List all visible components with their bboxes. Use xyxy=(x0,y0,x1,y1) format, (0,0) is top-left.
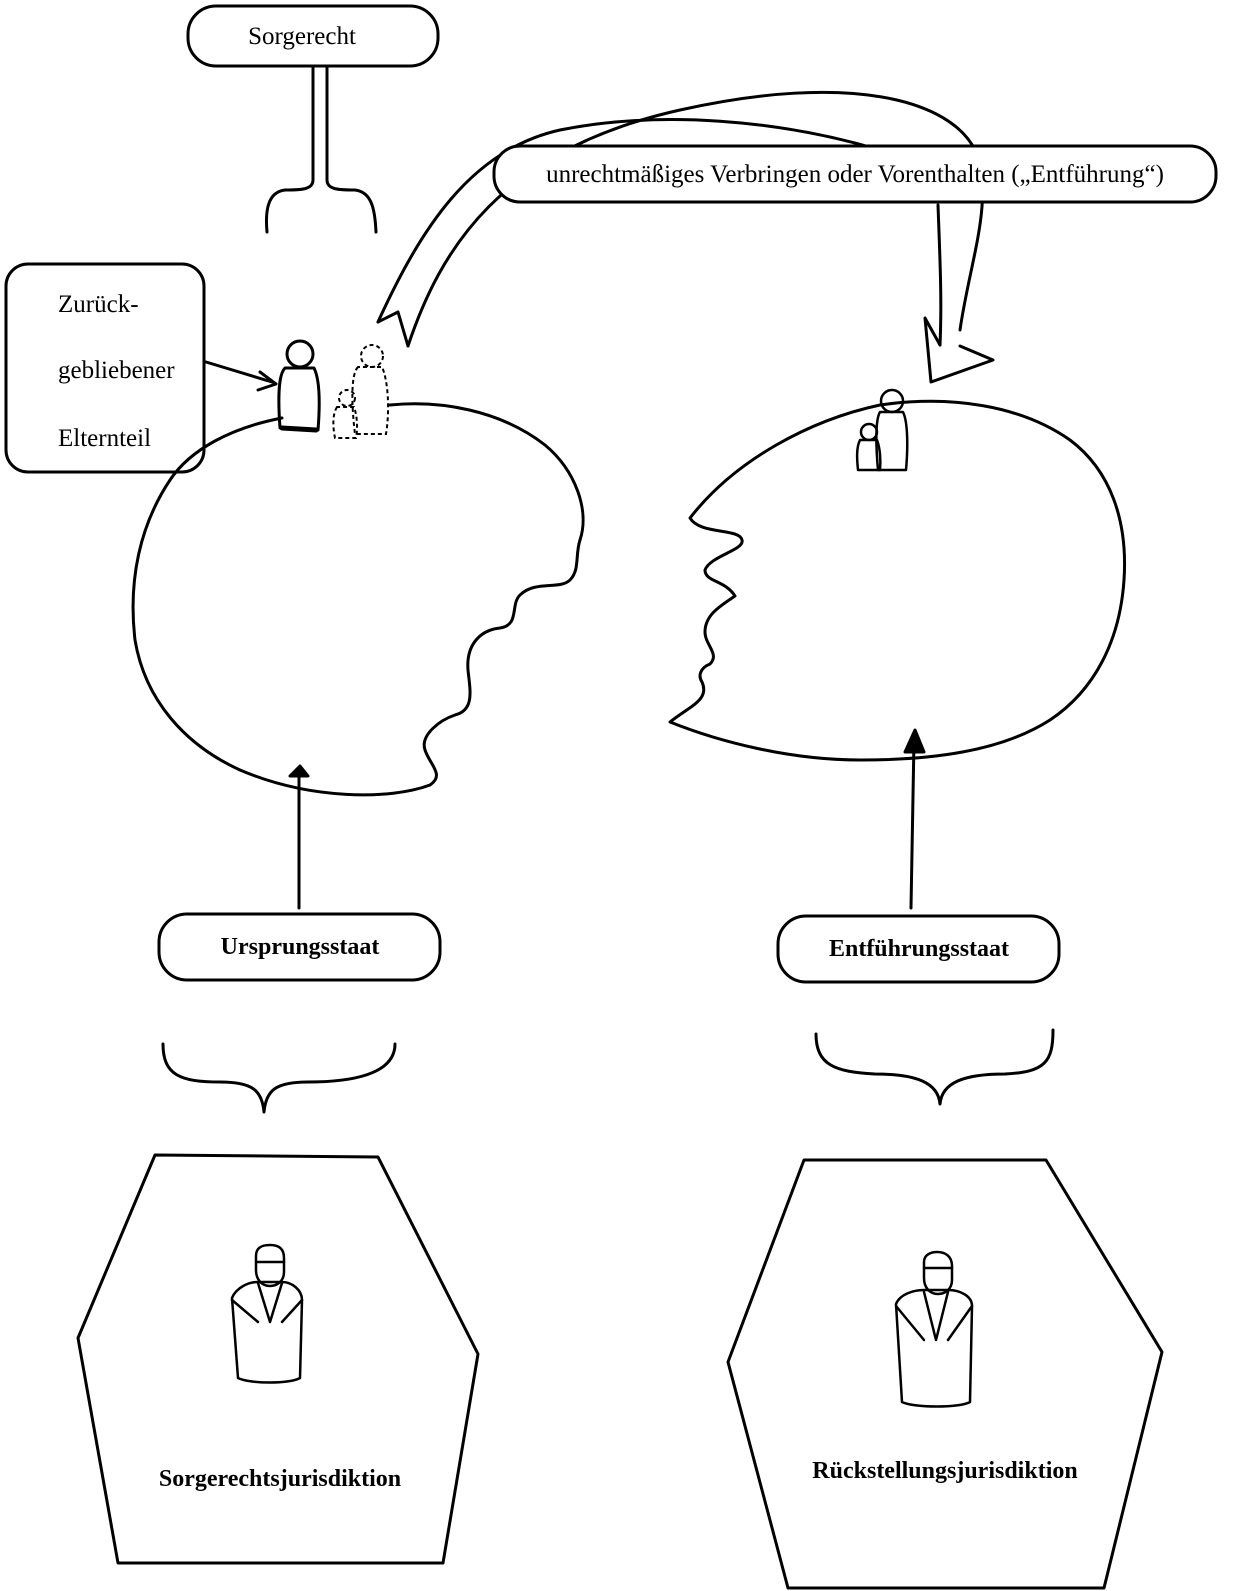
left-behind-line1: Zurück- xyxy=(58,291,139,318)
left-behind-box xyxy=(4,262,206,474)
abduction-brace xyxy=(814,1028,1055,1106)
abductor-figures xyxy=(855,388,909,472)
abduction-arrow xyxy=(376,90,995,384)
origin-up-arrow xyxy=(288,764,310,910)
origin-brace xyxy=(161,1042,397,1114)
abduction-up-arrow xyxy=(903,728,926,910)
abduction-state-box xyxy=(776,914,1061,984)
left-behind-parent-node: Zurück- gebliebener Elternteil xyxy=(4,262,278,474)
left-behind-parent-figure xyxy=(277,339,321,433)
custody-jurisdiction-label: Sorgerechtsjurisdiktion xyxy=(159,1466,401,1492)
arrow-head xyxy=(923,316,995,384)
left-behind-line2: gebliebener xyxy=(58,357,175,384)
return-jurisdiction-label: Rückstellungsjurisdiktion xyxy=(812,1458,1077,1484)
arrow-outer-curve xyxy=(406,90,985,348)
fork-right-prong xyxy=(325,64,378,234)
origin-country-shape xyxy=(131,402,585,797)
custody-court-hexagon xyxy=(76,1153,480,1565)
abduction-node: unrechtmäßiges Verbringen oder Vorenthal… xyxy=(492,144,1218,204)
arrow-inner-curve xyxy=(376,118,882,324)
origin-state-box xyxy=(157,912,442,982)
arrow-inner-curve-right xyxy=(936,203,943,347)
arrow-tail xyxy=(376,310,410,348)
judge-figure-right xyxy=(894,1250,974,1408)
origin-state-label: Ursprungsstaat xyxy=(221,934,380,960)
custody-label: Sorgerecht xyxy=(248,23,356,50)
abduction-box xyxy=(492,144,1218,204)
left-behind-line3: Elternteil xyxy=(58,425,151,452)
custody-jurisdiction-node: Sorgerechtsjurisdiktion xyxy=(76,1153,480,1565)
judge-figure-left xyxy=(230,1243,304,1384)
absent-children-figures xyxy=(332,344,390,439)
return-court-hexagon xyxy=(726,1158,1164,1590)
pointer-arrow-line xyxy=(204,360,274,384)
custody-node: Sorgerecht xyxy=(186,4,440,234)
abduction-state-label: Entführungsstaat xyxy=(829,936,1009,962)
abduction-country-shape xyxy=(668,399,1127,762)
abduction-label: unrechtmäßiges Verbringen oder Vorenthal… xyxy=(546,161,1164,188)
origin-state-node: Ursprungsstaat xyxy=(157,912,442,982)
pointer-arrowhead xyxy=(256,370,278,392)
return-jurisdiction-node: Rückstellungsjurisdiktion xyxy=(726,1158,1164,1590)
abduction-state-node: Entführungsstaat xyxy=(776,914,1061,984)
fork-left-prong xyxy=(265,64,315,234)
